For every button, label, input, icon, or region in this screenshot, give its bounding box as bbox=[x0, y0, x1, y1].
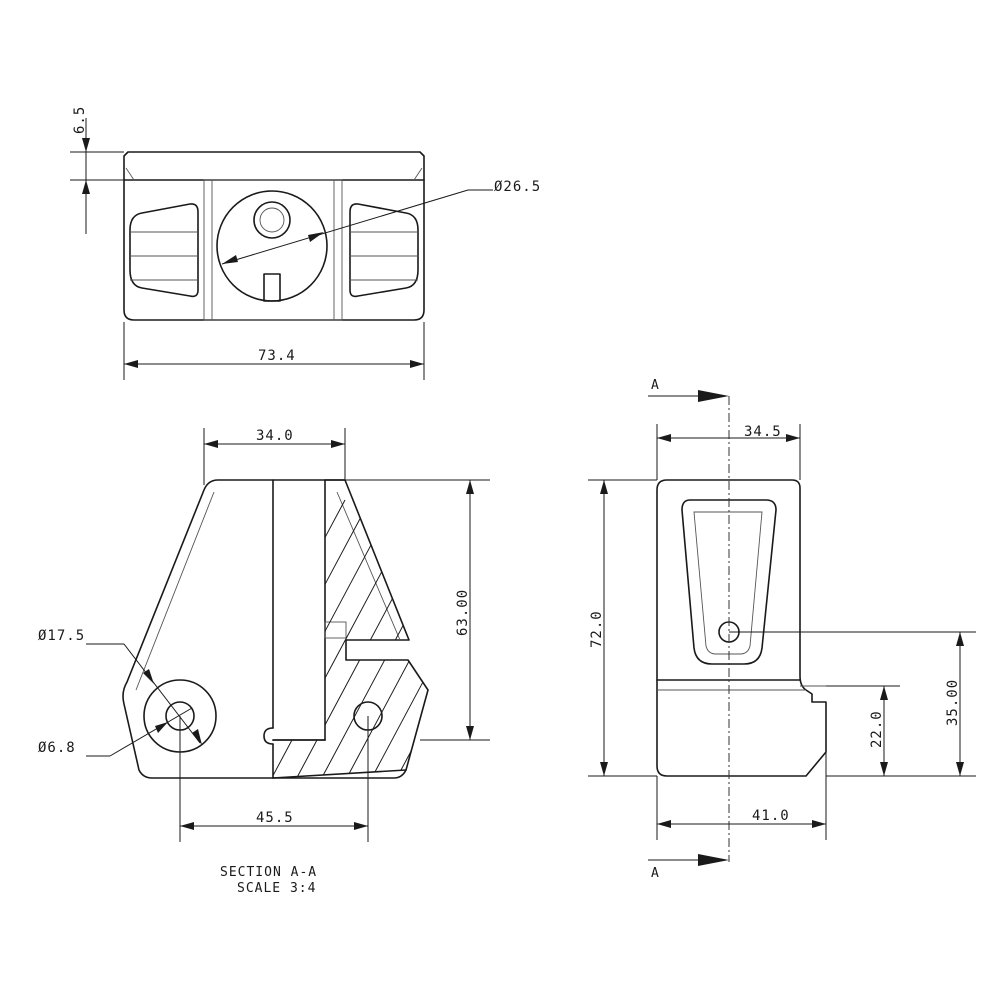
hole-height-arrow-top bbox=[956, 632, 964, 646]
thickness-arrow-top bbox=[82, 138, 90, 152]
section-arrow-top-head bbox=[698, 390, 729, 402]
height-arrow-bottom bbox=[466, 726, 474, 740]
section-hatching bbox=[273, 499, 428, 778]
height-arrow-top bbox=[466, 480, 474, 494]
dim-step-height: 22.0 bbox=[869, 710, 885, 748]
top-view-outline bbox=[123, 151, 425, 321]
section-caption-scale: SCALE 3:4 bbox=[237, 881, 316, 896]
pin-hole-outer bbox=[253, 201, 291, 239]
dim-section-height: 63.00 bbox=[455, 589, 471, 636]
dim-hole-spacing: 45.5 bbox=[256, 810, 294, 826]
section-outline bbox=[122, 479, 429, 779]
dim-side-top-width: 34.5 bbox=[744, 424, 782, 440]
dim-base-width: 41.0 bbox=[752, 808, 790, 824]
top-view-center-block bbox=[203, 179, 343, 321]
bore-large-arrow-a bbox=[143, 669, 154, 684]
central-bore-circle bbox=[216, 190, 328, 302]
diameter-leader bbox=[221, 189, 469, 265]
bore-large-leader bbox=[123, 643, 201, 744]
left-grip-ribs bbox=[130, 231, 198, 281]
step-height-arrow-bottom bbox=[880, 762, 888, 776]
dim-hole-height: 35.00 bbox=[945, 679, 961, 726]
section-label-bottom: A bbox=[651, 866, 660, 881]
key-slot bbox=[263, 273, 281, 302]
side-top-arrow-left bbox=[657, 434, 671, 442]
top-view: Ø26.5 6.5 73.4 bbox=[70, 106, 541, 380]
section-arrow-bottom-head bbox=[698, 854, 729, 866]
right-grip-ribs bbox=[350, 231, 418, 281]
hole-height-arrow-bottom bbox=[956, 762, 964, 776]
thickness-arrow-bottom bbox=[82, 180, 90, 194]
hatch-boundary bbox=[272, 479, 407, 779]
diameter-arrow-b bbox=[308, 232, 324, 242]
dim-bore-large: Ø17.5 bbox=[38, 628, 85, 644]
hole-spacing-arrow-left bbox=[180, 822, 194, 830]
bore-small-leader bbox=[109, 707, 193, 757]
dim-bore-small: Ø6.8 bbox=[38, 740, 76, 756]
side-height-arrow-top bbox=[600, 480, 608, 494]
column-key-slot bbox=[324, 621, 347, 639]
top-width-arrow-left bbox=[204, 440, 218, 448]
section-view: 34.0 63.00 Ø17.5 Ø6.8 45.5 SECTION A-A S… bbox=[38, 428, 490, 896]
width-arrow-left bbox=[124, 360, 138, 368]
dim-side-height: 72.0 bbox=[589, 610, 605, 648]
side-pocket-inner bbox=[693, 511, 763, 655]
bore-small-arrow bbox=[155, 722, 168, 733]
dim-top-diameter: Ø26.5 bbox=[494, 179, 541, 195]
dim-top-thickness: 6.5 bbox=[72, 106, 88, 134]
right-grip-pocket bbox=[349, 203, 419, 298]
base-width-arrow-left bbox=[657, 820, 671, 828]
section-caption-title: SECTION A-A bbox=[220, 865, 317, 880]
bore-large-arrow-b bbox=[192, 729, 202, 745]
width-arrow-right bbox=[410, 360, 424, 368]
base-width-arrow-right bbox=[812, 820, 826, 828]
dim-section-top-width: 34.0 bbox=[256, 428, 294, 444]
pin-hole-inner bbox=[259, 207, 285, 233]
dim-top-width: 73.4 bbox=[258, 348, 296, 364]
column-notch bbox=[263, 727, 274, 745]
left-grip-pocket bbox=[129, 203, 199, 298]
side-height-arrow-bottom bbox=[600, 762, 608, 776]
section-inner-taper bbox=[135, 491, 401, 691]
top-width-arrow-right bbox=[331, 440, 345, 448]
step-height-arrow-top bbox=[880, 686, 888, 700]
top-view-center-block-inner bbox=[211, 179, 335, 321]
side-top-arrow-right bbox=[786, 434, 800, 442]
side-view: A A 34.5 72.0 35.00 22.0 bbox=[588, 378, 976, 881]
section-label-top: A bbox=[651, 378, 660, 393]
side-pocket-outer bbox=[681, 499, 777, 665]
hole-spacing-arrow-right bbox=[354, 822, 368, 830]
side-view-outline bbox=[656, 479, 827, 777]
diameter-arrow-a bbox=[222, 255, 238, 264]
top-view-chamfer bbox=[125, 167, 423, 181]
